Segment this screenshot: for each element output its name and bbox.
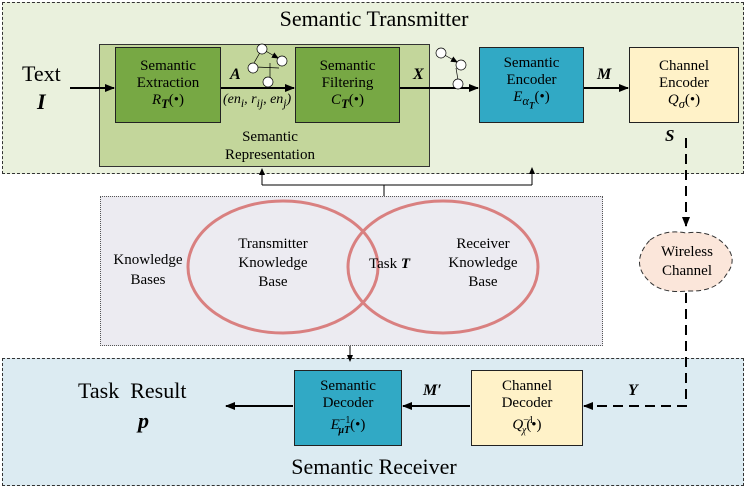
task-result-symbol: p (138, 408, 149, 433)
receiver-kb-ellipse (346, 199, 540, 335)
representation-label: Semantic Representation (225, 129, 315, 163)
extraction-line2: Extraction (136, 74, 200, 91)
task-label: Task T (369, 256, 411, 272)
semantic-decoder-box: Semantic Decoder E−1μT(•) (294, 370, 402, 446)
wireless-channel-cloud (639, 231, 733, 292)
encoder-function: EαT(•) (513, 89, 550, 111)
channel-encoder-box: Channel Encoder Qσ(•) (629, 47, 739, 123)
channel-encoder-line1: Channel (659, 57, 709, 74)
channel-decoder-box: Channel Decoder Q−1χ(•) (471, 370, 583, 446)
channel-encoder-function: Qσ(•) (667, 91, 701, 111)
semantic-extraction-box: Semantic Extraction RT(•) (115, 47, 221, 123)
wireless-channel-label: Wireless Channel (661, 244, 713, 279)
symbol-s: S (665, 126, 675, 145)
filtering-line1: Semantic (319, 57, 376, 74)
channel-decoder-line2: Decoder (501, 394, 553, 411)
transmitter-kb-label: Transmitter Knowledge Base (238, 236, 308, 290)
symbol-x: X (413, 66, 424, 83)
semantic-filtering-box: Semantic Filtering CT(•) (295, 47, 400, 123)
filtering-function: CT(•) (331, 91, 364, 111)
extraction-line1: Semantic (140, 57, 196, 74)
channel-encoder-line2: Encoder (659, 74, 709, 91)
input-label: Text (22, 61, 61, 86)
filtering-line2: Filtering (321, 74, 374, 91)
task-result-label: Task Result (78, 378, 187, 403)
semantic-encoder-box: Semantic Encoder EαT(•) (479, 47, 584, 123)
symbol-y: Y (628, 382, 638, 399)
arrow-channel-to-decoder (583, 293, 687, 410)
receiver-kb-label: Receiver Knowledge Base (448, 236, 518, 290)
decoder-function: E−1μT(•) (330, 414, 366, 436)
encoder-line1: Semantic (503, 55, 560, 72)
channel-decoder-function: Q−1χ(•) (512, 414, 542, 436)
extraction-function: RT(•) (151, 91, 185, 111)
symbol-a: A (230, 66, 241, 83)
symbol-m: M (597, 66, 612, 83)
input-symbol: I (37, 89, 46, 114)
triple-label: (eni, rij, enj) (223, 92, 292, 110)
channel-decoder-line1: Channel (502, 377, 552, 394)
knowledge-graph-icon-1 (247, 43, 288, 88)
transmitter-title: Semantic Transmitter (279, 6, 469, 31)
decoder-line1: Semantic (320, 377, 376, 394)
transmitter-kb-ellipse (186, 199, 380, 335)
knowledge-graph-icon-2 (435, 47, 467, 90)
knowledge-bases-label: Knowledge Bases (113, 252, 183, 288)
receiver-title: Semantic Receiver (291, 454, 457, 479)
symbol-m-prime: M′ (423, 382, 442, 399)
decoder-line2: Decoder (322, 394, 374, 411)
encoder-line2: Encoder (506, 72, 557, 89)
